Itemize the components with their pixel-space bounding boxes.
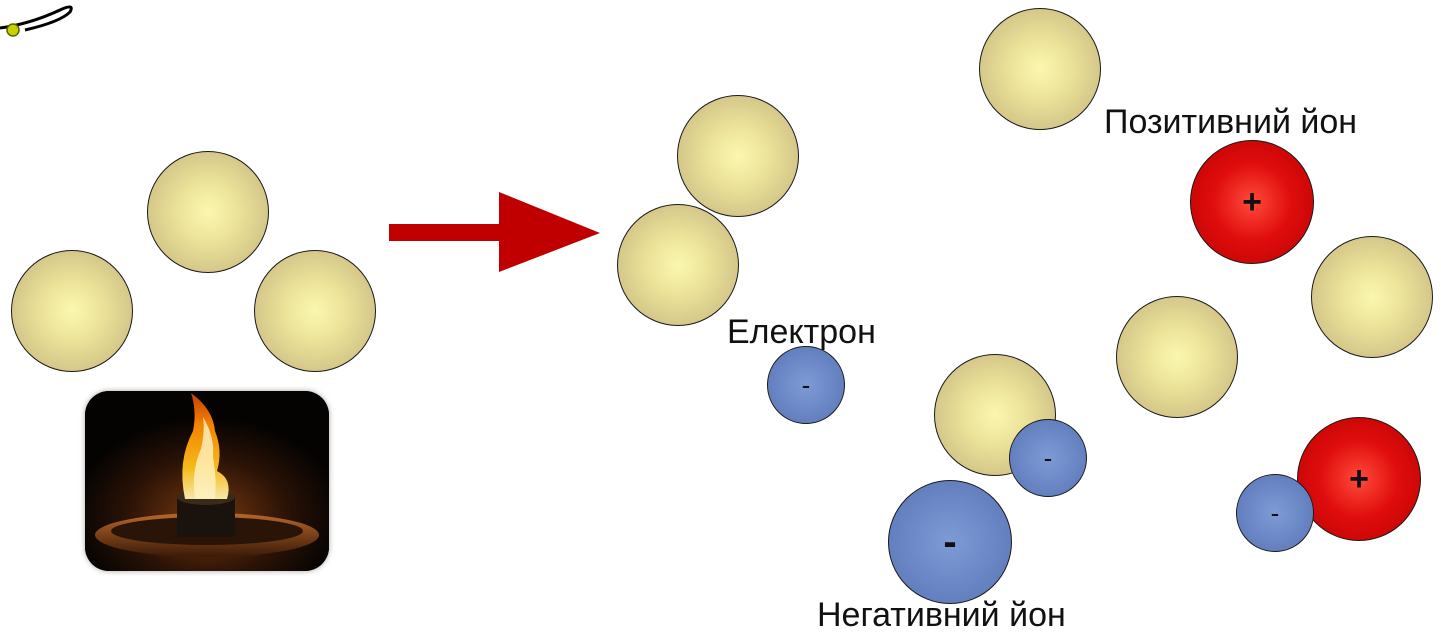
electron: -	[1009, 419, 1087, 497]
plus-sign: +	[1349, 459, 1369, 498]
negative-ion: -	[888, 480, 1012, 604]
neutral-atom	[1311, 236, 1433, 358]
electron: -	[1236, 474, 1314, 552]
burner-flame-photo	[85, 391, 329, 571]
neutral-atom	[147, 151, 269, 273]
minus-sign: -	[1270, 497, 1280, 528]
neutral-atom	[11, 250, 133, 372]
neutral-atom	[1116, 296, 1238, 418]
plus-sign: +	[1242, 182, 1262, 221]
neutral-atom	[617, 204, 739, 326]
positive-ion-label: Позитивний йон	[1104, 103, 1358, 141]
minus-sign: -	[801, 369, 811, 400]
electron: -	[767, 346, 845, 424]
minus-sign: -	[1043, 442, 1053, 473]
neutral-atom	[979, 8, 1101, 130]
negative-ion-label: Негативний йон	[817, 596, 1066, 634]
orbit-logo-icon	[0, 5, 73, 37]
positive-ion: +	[1190, 140, 1314, 264]
positive-ion: +	[1297, 417, 1421, 541]
minus-sign: -	[943, 519, 957, 564]
electron-label: Електрон	[727, 313, 876, 351]
neutral-atom	[677, 95, 799, 217]
neutral-atom	[254, 250, 376, 372]
right-arrow-icon	[389, 192, 600, 272]
